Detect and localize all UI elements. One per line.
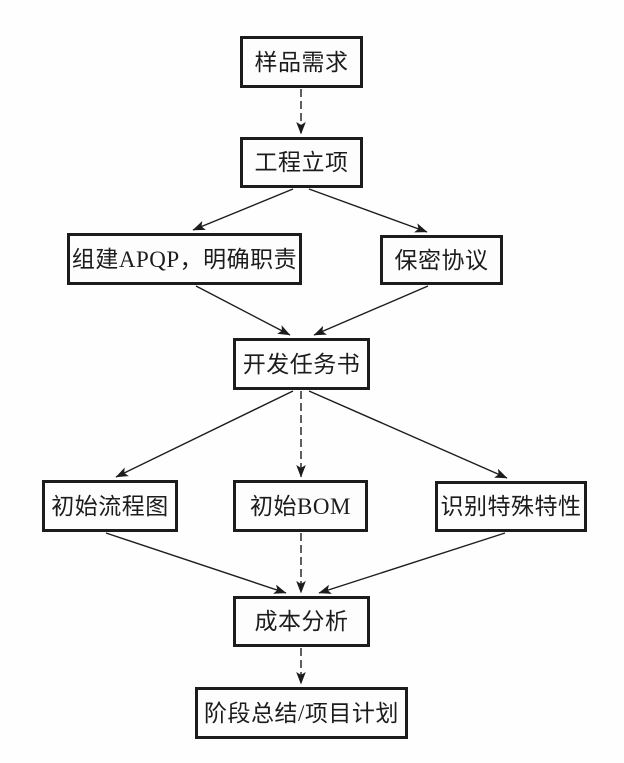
edge-project-to-apqp-team [192,188,294,231]
node-special-characteristics: 识别特殊特性 [435,481,587,532]
node-initial-flowchart: 初始流程图 [42,480,178,532]
edge-flowchart-to-cost [105,532,287,594]
node-initial-bom: 初始BOM [233,480,368,532]
edge-dev-task-to-flowchart [115,390,294,478]
edge-nda-to-dev-task [313,285,429,336]
node-project-initiation: 工程立项 [240,137,363,188]
node-cost-analysis: 成本分析 [233,596,370,647]
edge-dev-task-to-special [308,390,508,479]
node-dev-task-brief: 开发任务书 [233,338,370,390]
node-phase-summary-plan: 阶段总结/项目计划 [195,687,408,739]
node-nda: 保密协议 [380,235,503,285]
edge-project-to-nda [308,188,428,233]
node-sample-requirement: 样品需求 [240,36,363,88]
edge-apqp-team-to-dev-task [195,285,291,336]
node-apqp-team: 组建APQP，明确职责 [67,233,302,285]
edge-special-to-cost [318,532,506,594]
